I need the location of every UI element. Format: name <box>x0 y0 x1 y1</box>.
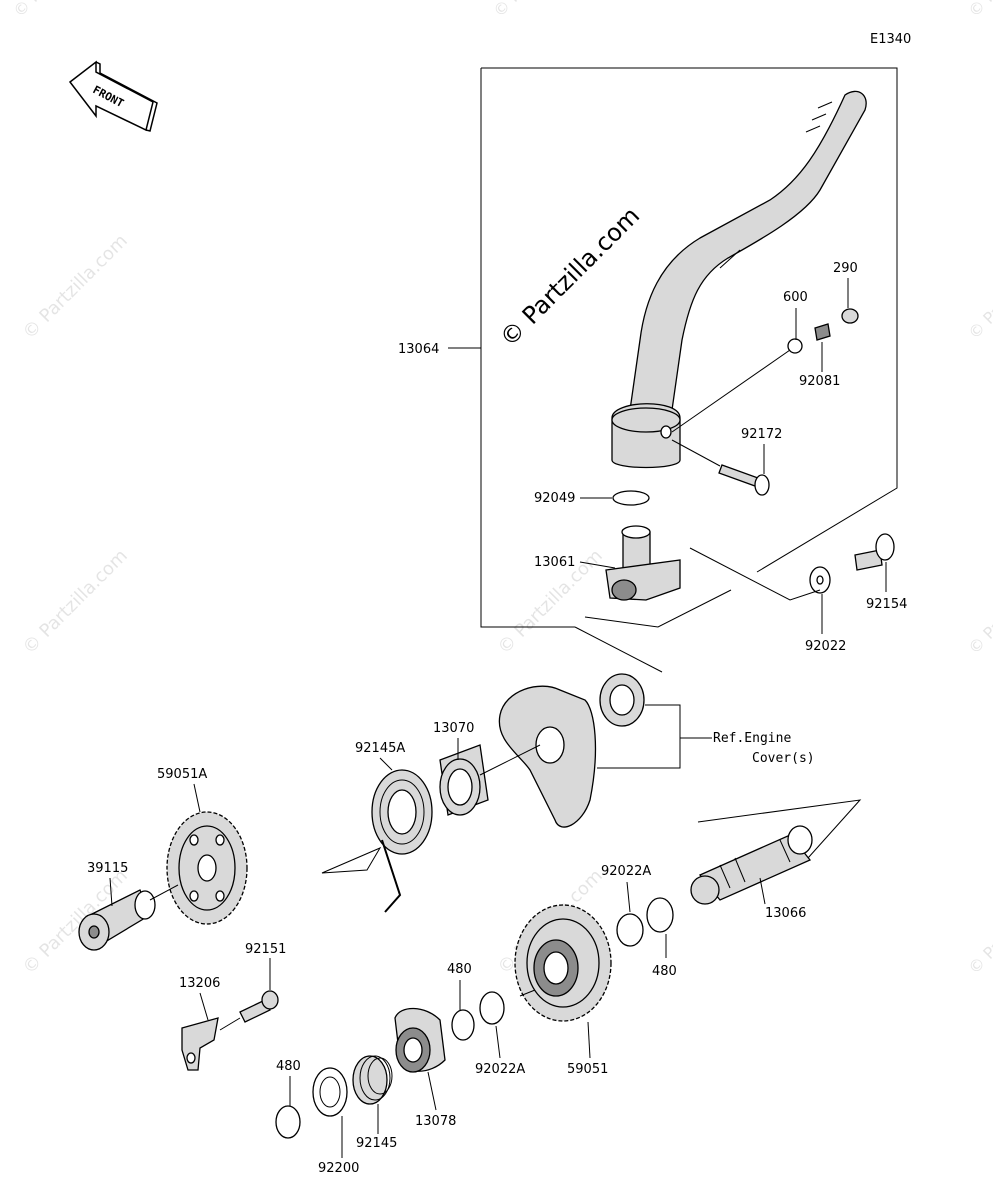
label-13070: 13070 <box>433 721 474 736</box>
label-92145: 92145 <box>356 1136 397 1151</box>
label-59051: 59051 <box>567 1062 608 1077</box>
label-92022A-mid: 92022A <box>475 1062 525 1077</box>
reference-line-1: Ref.Engine <box>713 731 791 746</box>
ring-92022A-icon <box>479 991 505 1025</box>
shaft-39115-icon <box>78 889 156 951</box>
label-92172: 92172 <box>741 427 782 442</box>
washer-92049-icon <box>612 490 650 506</box>
watermark-text: © Partzilla.com <box>964 0 993 21</box>
gear-59051A-icon <box>166 811 248 925</box>
label-13078: 13078 <box>415 1114 456 1129</box>
label-600: 600 <box>783 290 808 305</box>
watermark-main: © Partzilla.com <box>494 201 645 352</box>
circlip-480-low-icon <box>275 1105 301 1139</box>
circlip-480-mid-icon <box>451 1009 475 1041</box>
guide-13206-icon <box>181 1017 219 1071</box>
spring-92145A-icon <box>371 769 433 913</box>
watermark-text: © Partzilla.com <box>19 230 132 343</box>
spring-92081-icon <box>814 323 831 341</box>
front-arrow-icon: FRONT <box>68 60 158 132</box>
watermark-layer: © Partzilla.com © Partzilla.com © Partzi… <box>9 0 993 979</box>
label-92081: 92081 <box>799 374 840 389</box>
label-13061: 13061 <box>534 555 575 570</box>
label-480-low: 480 <box>276 1059 301 1074</box>
label-13206: 13206 <box>179 976 220 991</box>
diagram-code: E1340 <box>870 32 911 47</box>
ratchet-13078-icon <box>394 1007 446 1073</box>
label-59051A: 59051A <box>157 767 207 782</box>
circlip-480-icon <box>646 897 674 933</box>
washer-92200-icon <box>312 1067 348 1117</box>
label-92200: 92200 <box>318 1161 359 1176</box>
label-480-right: 480 <box>652 964 677 979</box>
watermark-text: © Partzilla.com <box>964 877 993 978</box>
ball-600-icon <box>787 338 803 354</box>
assembly-box <box>481 67 898 573</box>
label-13064: 13064 <box>398 342 439 357</box>
engine-cover-icon <box>498 685 597 828</box>
bolt-92154-icon <box>854 533 895 571</box>
gear-59051-icon <box>514 904 612 1022</box>
label-92154: 92154 <box>866 597 907 612</box>
label-92022: 92022 <box>805 639 846 654</box>
spring-92145-icon <box>352 1055 393 1105</box>
watermark-text: © Partzilla.com <box>964 242 993 343</box>
watermark-text: © Partzilla.com <box>964 557 993 658</box>
label-480-mid: 480 <box>447 962 472 977</box>
bushing-13070-icon <box>439 744 489 816</box>
label-92145A: 92145A <box>355 741 405 756</box>
label-39115: 39115 <box>87 861 128 876</box>
bolt-92172-icon <box>718 464 770 496</box>
kick-pedal <box>611 90 867 469</box>
plug-290-icon <box>841 308 859 324</box>
label-92049: 92049 <box>534 491 575 506</box>
watermark-text: © Partzilla.com <box>19 545 132 658</box>
watermark-text: © Partzilla.com <box>489 0 590 21</box>
label-290: 290 <box>833 261 858 276</box>
bolt-92151-icon <box>239 990 279 1023</box>
shaft-13066-icon <box>690 825 813 905</box>
label-92022A-top: 92022A <box>601 864 651 879</box>
shaft-13061-icon <box>605 525 681 601</box>
label-92151: 92151 <box>245 942 286 957</box>
watermark-text: © Partzilla.com <box>9 0 110 21</box>
circlip-92022A-icon <box>616 913 644 947</box>
label-13066: 13066 <box>765 906 806 921</box>
reference-line-2: Cover(s) <box>752 751 815 766</box>
